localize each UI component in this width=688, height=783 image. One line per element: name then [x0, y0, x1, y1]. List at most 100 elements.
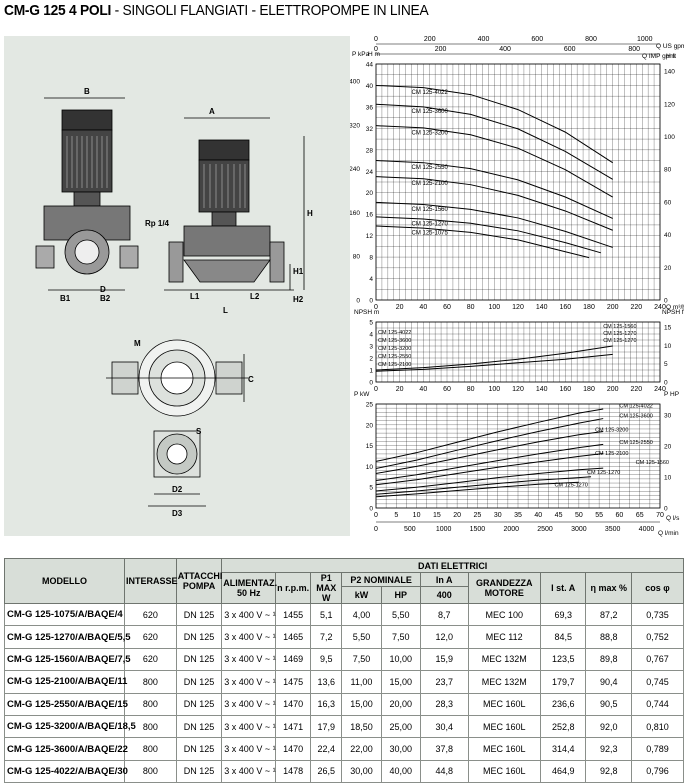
- dim-label-h2: H2: [293, 295, 304, 304]
- pump-top-view: [106, 339, 248, 417]
- head-curve: [375, 216, 601, 254]
- table-cell: 236,6: [539, 692, 587, 716]
- col-rpm: n r.p.m.: [275, 572, 312, 604]
- table-cell: 3 x 400 V ~ ¹: [221, 714, 277, 739]
- table-cell: 3 x 400 V ~ ¹: [221, 602, 277, 627]
- table-cell: 5,1: [310, 602, 343, 627]
- npsh-legend-right: CM 125-1270: [603, 338, 636, 344]
- power-curve-label: CM 125-3600: [619, 413, 652, 419]
- table-cell: 8,7: [419, 602, 469, 627]
- table-cell: DN 125: [175, 625, 223, 649]
- power-curve-label: CM 125-2100: [595, 451, 628, 457]
- table-cell: 30,00: [341, 759, 382, 783]
- power-y-tick-hp: 10: [664, 474, 672, 481]
- dim-label-b: B: [84, 87, 90, 96]
- power-curve: [375, 408, 604, 462]
- head-curve: [375, 201, 613, 248]
- head-y-tick-m: 32: [366, 126, 374, 133]
- head-curve-label: CM 125-1560: [412, 207, 449, 213]
- table-cell: 123,5: [539, 647, 587, 672]
- model-cell: CM-G 125-4022/A/BAQE/30: [3, 759, 128, 783]
- head-y-tick-ft: 140: [664, 69, 675, 76]
- table-cell: 90,5: [585, 692, 633, 716]
- power-y-tick-kw: 15: [366, 443, 374, 450]
- head-y-tick-ft: 0: [664, 298, 668, 305]
- table-cell: 800: [124, 759, 177, 783]
- power-x-tick-ls: 35: [514, 512, 522, 519]
- head-y-tick-kpa: 240: [350, 166, 360, 173]
- col-alimentaz: ALIMENTAZ. 50 Hz: [221, 572, 277, 604]
- col-p2: P2 NOMINALE: [341, 571, 421, 588]
- head-curve: [375, 176, 613, 231]
- head-y-tick-m: 36: [366, 104, 374, 111]
- dim-label-d3: D3: [172, 509, 183, 518]
- flange-detail: [148, 430, 206, 507]
- head-curve-label: CM 125-1270: [412, 221, 449, 227]
- head-y-tick-kpa: 400: [350, 79, 360, 86]
- table-cell: DN 125: [175, 602, 223, 627]
- dim-label-l2: L2: [250, 292, 260, 301]
- pump-side-view: [164, 117, 305, 291]
- power-y-tick-kw: 25: [366, 402, 374, 409]
- head-y-tick-m: 20: [366, 190, 374, 197]
- npsh-legend-left: CM 125-4022: [378, 330, 411, 336]
- power-x-tick-ls: 5: [394, 512, 398, 519]
- head-x-tick: 120: [512, 304, 524, 311]
- npsh-y-tick: 1: [369, 368, 373, 375]
- power-curve: [375, 476, 592, 495]
- table-cell: 44,8: [419, 759, 469, 783]
- group-dati-elettrici: DATI ELETTRICI: [221, 558, 684, 573]
- head-curve: [375, 225, 590, 259]
- power-x-tick-lmin: 2500: [537, 526, 553, 533]
- table-cell: 22,00: [341, 737, 382, 761]
- npsh-x-tick: 20: [396, 386, 404, 393]
- power-curve: [375, 481, 579, 498]
- table-cell: 15,00: [380, 670, 421, 694]
- table-cell: 69,3: [539, 602, 587, 627]
- table-cell: 800: [124, 670, 177, 694]
- power-curve-label: CM 125-3200: [595, 427, 628, 433]
- npsh-legend-left: CM 125-3600: [378, 338, 411, 344]
- table-cell: 1471: [275, 714, 312, 739]
- table-cell: 92,8: [585, 759, 633, 783]
- head-y-tick-m: 4: [369, 276, 373, 283]
- dim-label-s: S: [196, 427, 202, 436]
- table-cell: 464,9: [539, 759, 587, 783]
- table-cell: 12,0: [419, 625, 469, 649]
- title-model: CM-G 125 4 POLI: [4, 2, 112, 19]
- dim-label-b2: B2: [100, 294, 111, 303]
- table-cell: 314,4: [539, 737, 587, 761]
- table-cell: 620: [124, 647, 177, 672]
- table-cell: MEC 160L: [467, 714, 541, 739]
- table-cell: MEC 160L: [467, 737, 541, 761]
- head-curve-label: CM 125-2550: [412, 165, 449, 171]
- table-cell: 620: [124, 625, 177, 649]
- table-cell: 87,2: [585, 602, 633, 627]
- head-y-tick-m: 28: [366, 147, 374, 154]
- table-cell: 1455: [275, 602, 312, 627]
- head-curve-label: CM 125-3600: [412, 109, 449, 115]
- head-curve-label: CM 125-3200: [412, 130, 449, 136]
- table-cell: 1475: [275, 670, 312, 694]
- head-x-tick: 40: [419, 304, 427, 311]
- power-curve: [375, 430, 604, 474]
- head-x-tick: 160: [559, 304, 571, 311]
- power-y-tick-kw: 5: [369, 485, 373, 492]
- power-x-tick-ls: 30: [494, 512, 502, 519]
- power-curve-label: CM 125-1270: [587, 470, 620, 476]
- dim-label-l1: L1: [190, 292, 200, 301]
- model-cell: CM-G 125-1270/A/BAQE/5,5: [3, 625, 131, 649]
- title-subtitle: - SINGOLI FLANGIATI - ELETTROPOMPE IN LI…: [111, 2, 429, 19]
- power-curve-label: CM 125-1270: [555, 482, 588, 488]
- table-cell: DN 125: [175, 647, 223, 672]
- dimension-drawing-panel: B A H H1 H2 B1 B2 D L L1 L2 Rp 1/4 M C S…: [4, 36, 350, 536]
- table-cell: 800: [124, 737, 177, 761]
- power-x-label-ls: Q l/s: [666, 515, 680, 522]
- us-gpm-tick: 200: [424, 36, 436, 43]
- power-y-tick-kw: 20: [366, 422, 374, 429]
- head-y-tick-m: 12: [366, 233, 374, 240]
- table-cell: 25,00: [380, 714, 421, 739]
- table-cell: 11,00: [341, 670, 382, 694]
- table-cell: 1470: [275, 737, 312, 761]
